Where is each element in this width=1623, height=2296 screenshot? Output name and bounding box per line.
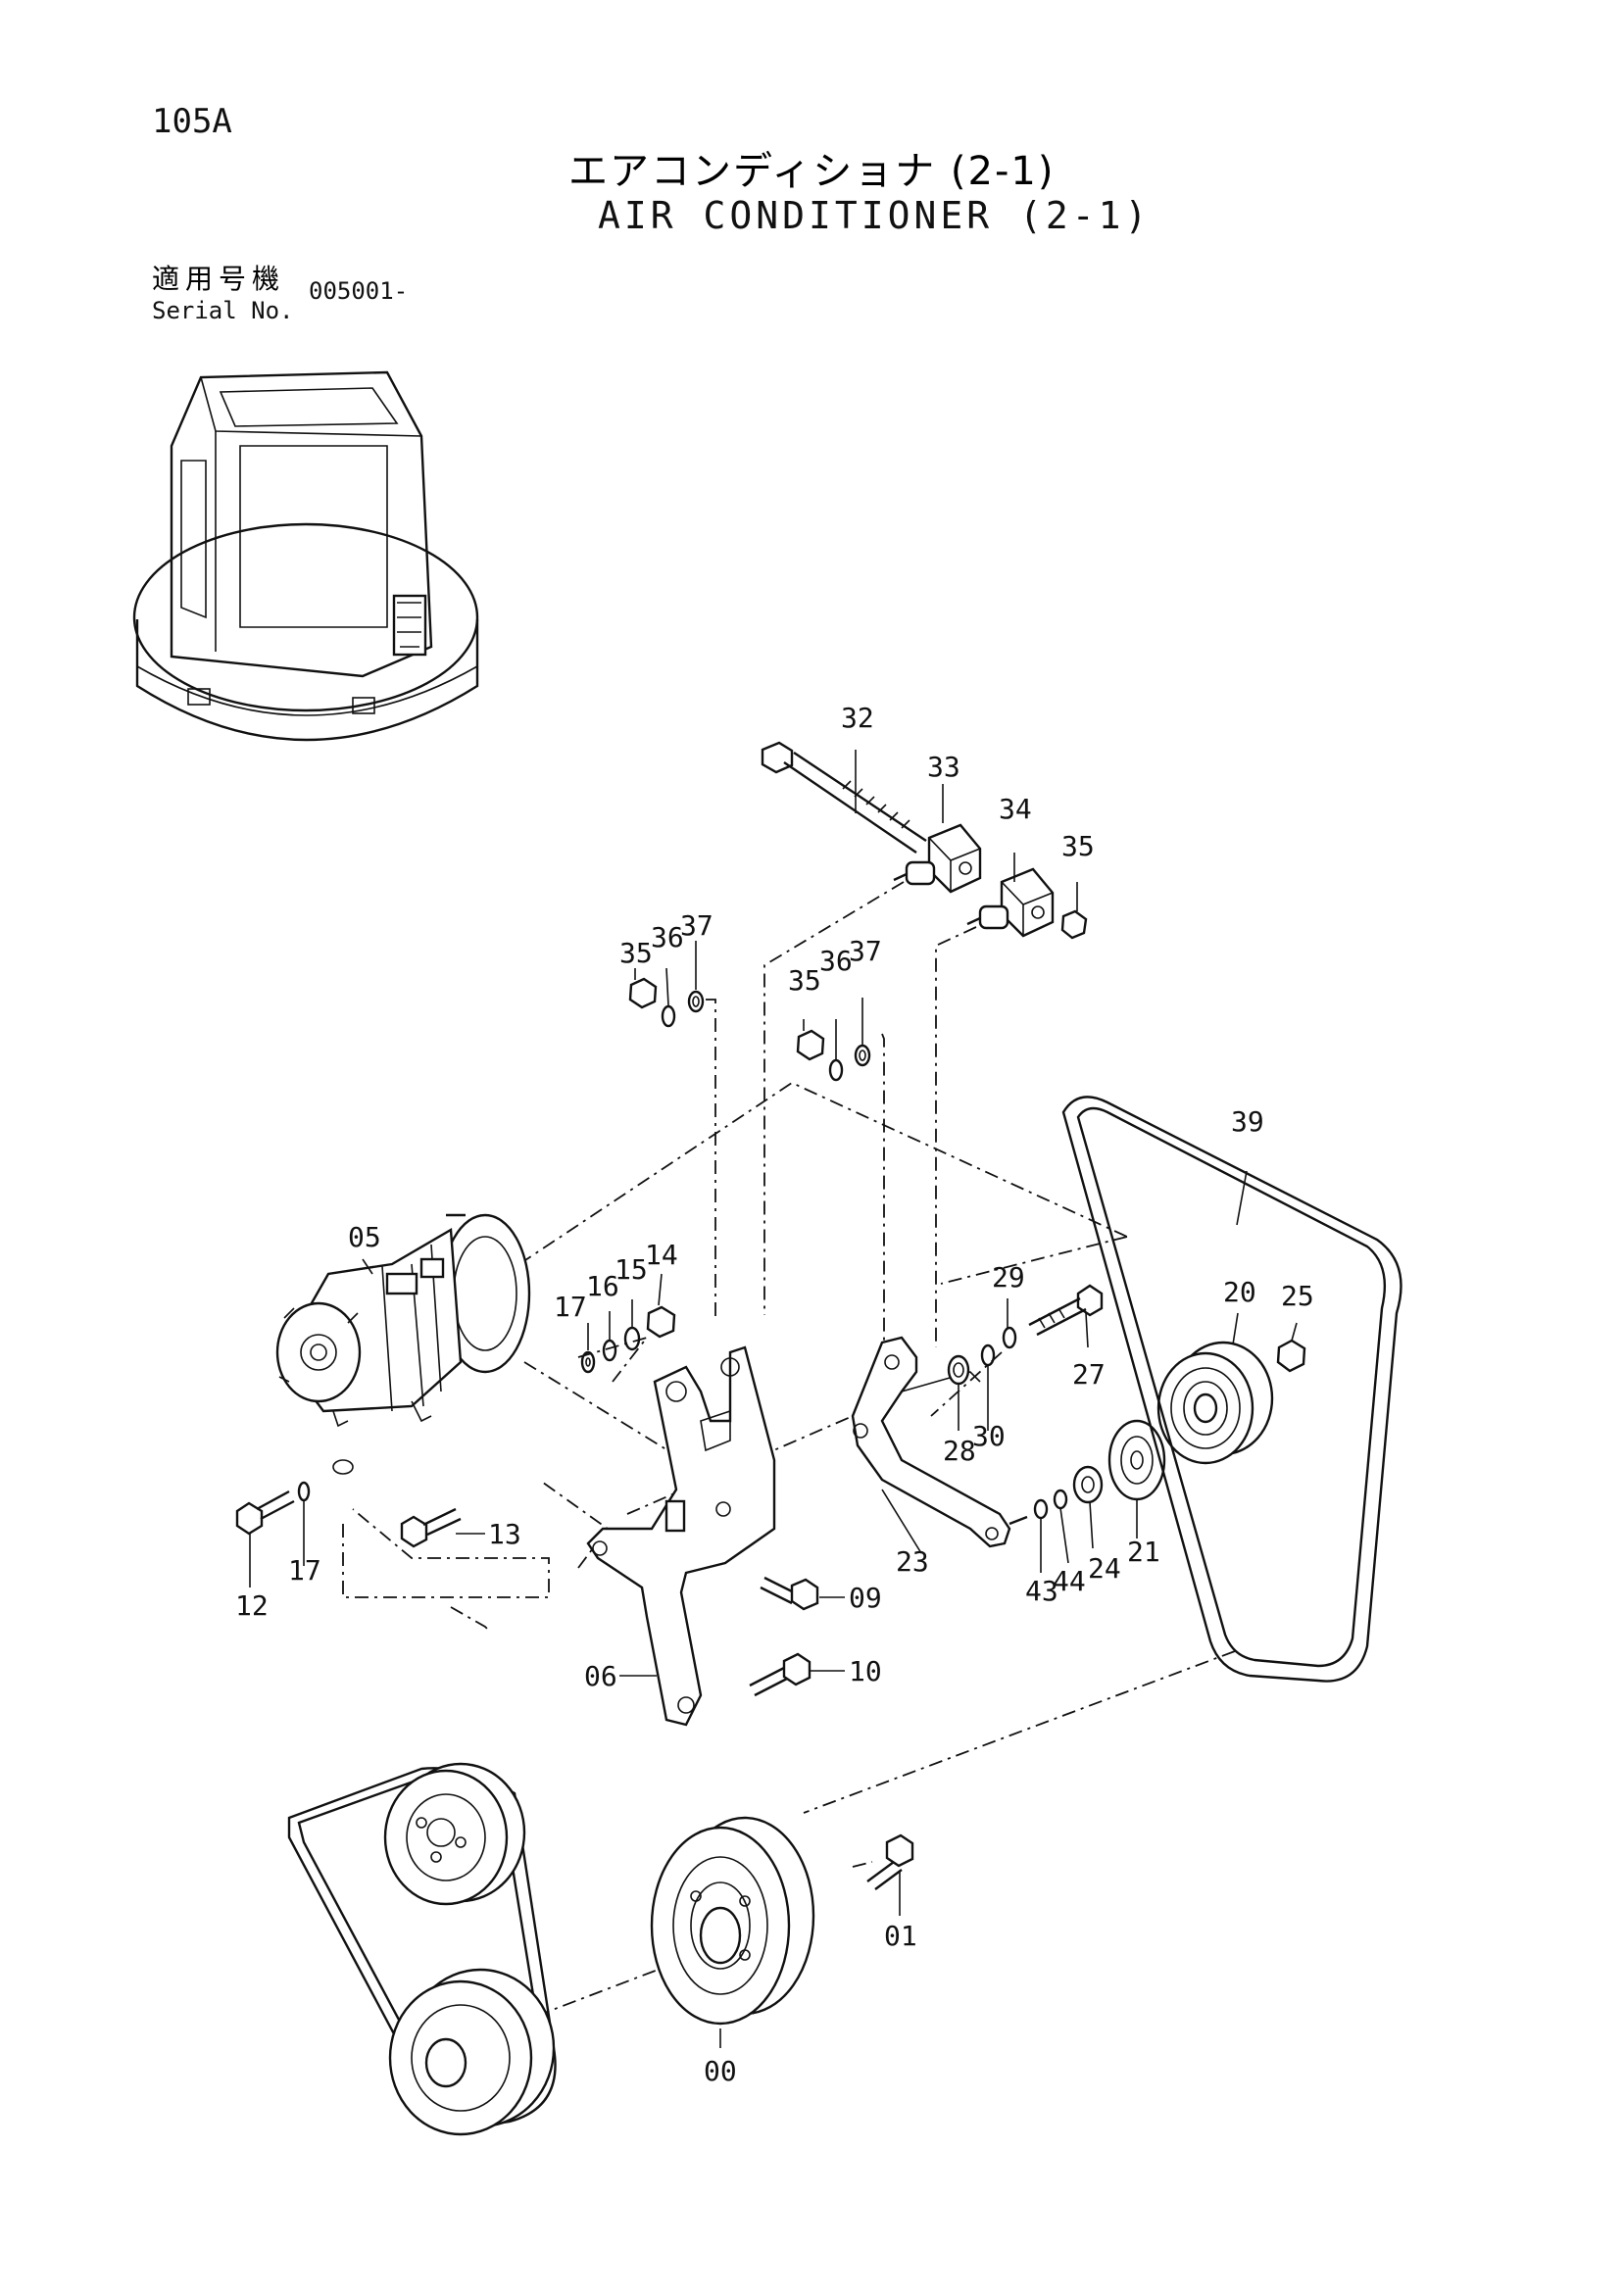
callout-09: 09: [849, 1582, 882, 1614]
washer-stack-compressor: [580, 1305, 676, 1374]
callout-labels: 32 33 34 35 35 36 37 35 36 37 39 05 17 1…: [235, 702, 1314, 2087]
bolt-01: [866, 1833, 914, 1890]
ac-compressor-05: [275, 1213, 531, 1475]
callout-05: 05: [348, 1221, 381, 1253]
callout-06: 06: [584, 1660, 617, 1692]
callout-33: 33: [927, 751, 960, 783]
mounting-bracket-06: [586, 1345, 776, 1727]
callout-35-right: 35: [1061, 830, 1095, 862]
callout-32: 32: [841, 702, 874, 734]
nut-washer-stack-center: [796, 1029, 871, 1082]
bolt-13: [400, 1507, 462, 1548]
title-english: AIR CONDITIONER (2-1): [598, 194, 1152, 237]
drive-belt-39: [1061, 1096, 1402, 1683]
bolt-32: [761, 741, 927, 854]
machine-location-thumbnail: [132, 370, 479, 742]
callout-25: 25: [1281, 1280, 1314, 1312]
page-number: 105A: [152, 102, 232, 141]
adjuster-block-34: [966, 867, 1055, 938]
callout-29: 29: [992, 1261, 1025, 1294]
callout-30: 30: [972, 1420, 1006, 1452]
callout-20: 20: [1223, 1276, 1256, 1308]
callout-16: 16: [586, 1270, 619, 1302]
engine-pulley-assembly: [287, 1762, 557, 2136]
serial-label-english: Serial No.: [152, 297, 294, 324]
callout-39: 39: [1231, 1105, 1264, 1138]
callout-44: 44: [1053, 1565, 1086, 1597]
washer-stack-idler: [947, 1326, 1017, 1386]
crank-pulley-00: [650, 1816, 815, 2026]
callout-43: 43: [1025, 1575, 1058, 1607]
callout-17-upper: 17: [554, 1291, 587, 1323]
callout-12: 12: [235, 1589, 269, 1622]
callout-14: 14: [645, 1239, 678, 1271]
adjuster-block-33: [893, 823, 982, 894]
callout-21: 21: [1127, 1536, 1160, 1568]
callout-leaders: [249, 750, 1298, 2048]
callout-37-left: 37: [680, 909, 713, 942]
bolt-09: [760, 1576, 819, 1611]
callout-00: 00: [704, 2055, 737, 2087]
bolt-12: [235, 1481, 311, 1536]
title-japanese: エアコンディショナ (2-1): [568, 149, 1056, 194]
callout-23: 23: [896, 1545, 929, 1578]
callout-28: 28: [943, 1435, 976, 1467]
callout-35-left: 35: [619, 937, 653, 969]
callout-17-lower: 17: [288, 1554, 321, 1587]
idler-pulley-20: [1156, 1341, 1274, 1465]
callout-36-left: 36: [651, 921, 684, 953]
spacer-stack: [1008, 1419, 1166, 1526]
bolt-10: [749, 1652, 812, 1697]
nut-25: [1276, 1339, 1306, 1373]
callout-35-center: 35: [788, 964, 821, 997]
callout-01: 01: [884, 1920, 917, 1952]
callout-27: 27: [1072, 1358, 1106, 1391]
callout-24: 24: [1088, 1552, 1121, 1585]
callout-10: 10: [849, 1655, 882, 1687]
callout-15: 15: [615, 1253, 648, 1286]
serial-number-value: 005001-: [309, 277, 409, 305]
callout-34: 34: [999, 793, 1032, 825]
callout-37-center: 37: [849, 935, 882, 967]
bolt-27: [1028, 1284, 1104, 1337]
callout-13: 13: [488, 1518, 521, 1550]
tension-bracket-23: [851, 1336, 1011, 1548]
nut-washer-stack-left: [628, 977, 705, 1028]
nut-35-right: [1060, 909, 1088, 940]
callout-36-center: 36: [819, 945, 853, 977]
serial-label-japanese: 適用号機: [152, 263, 286, 295]
